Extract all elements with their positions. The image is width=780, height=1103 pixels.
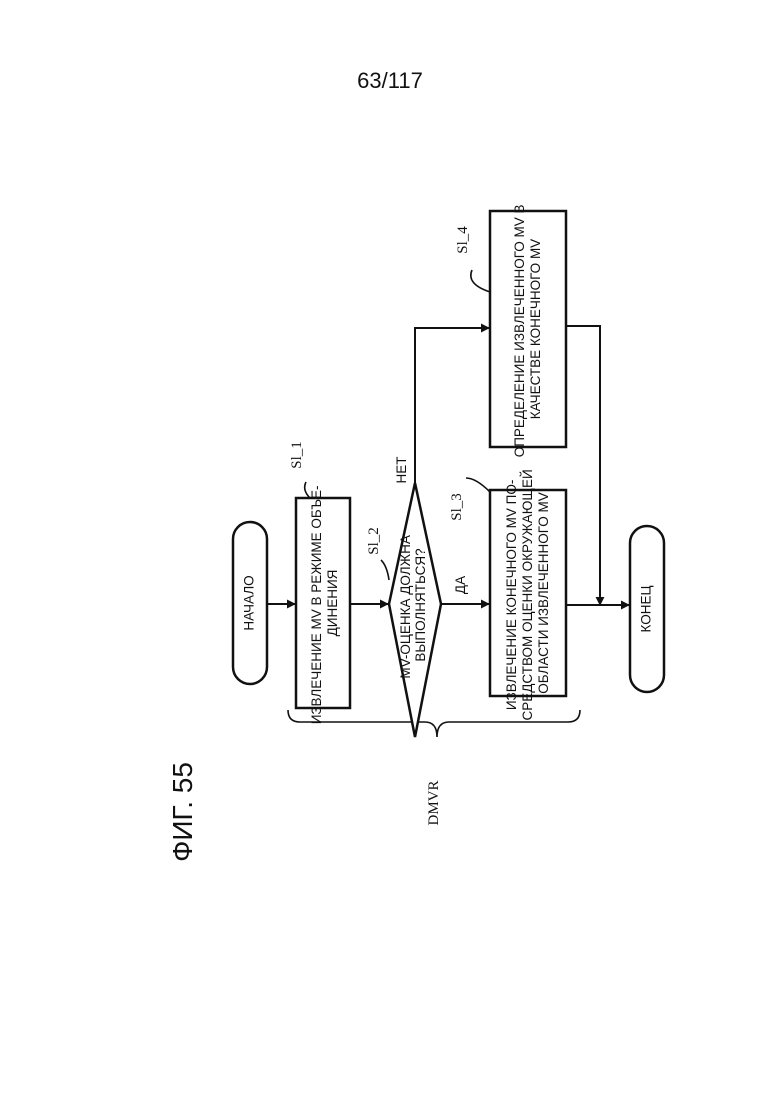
step-s3-leader: [466, 478, 490, 492]
start-terminal-label: НАЧАЛО: [242, 575, 257, 630]
step-s1-ref: Sl_1: [289, 441, 305, 469]
step-s2-line-2: ВЫПОЛНЯТЬСЯ?: [413, 548, 428, 661]
step-s3-text: ИЗВЛЕЧЕНИЕ КОНЕЧНОГО MV ПО- СРЕДСТВОМ ОЦ…: [504, 466, 551, 721]
step-s3-ref: Sl_3: [449, 493, 465, 521]
step-s2-line-1: MV-ОЦЕНКА ДОЛЖНА: [398, 535, 413, 678]
step-s2-ref: Sl_2: [366, 527, 382, 555]
arrow-s4-to-end: [566, 326, 600, 605]
arrow-s2-to-s4: [415, 328, 489, 483]
end-terminal-label: КОНЕЦ: [639, 586, 654, 633]
step-s4-leader: [471, 270, 490, 292]
step-s1-line-2: ДИНЕНИЯ: [325, 570, 340, 637]
yes-label: ДА: [453, 576, 468, 594]
no-label: НЕТ: [394, 457, 409, 484]
step-s3-line-3: ОБЛАСТИ ИЗВЛЕЧЕННОГО MV: [536, 492, 551, 694]
step-s4-ref: Sl_4: [455, 226, 471, 254]
step-s1-line-1: ИЗВЛЕЧЕНИЕ MV В РЕЖИМЕ ОБЪЕ-: [309, 485, 324, 724]
figure-label: ФИГ. 55: [167, 762, 198, 862]
step-s2-leader: [381, 560, 389, 580]
step-s4-text: ОПРЕДЕЛЕНИЕ ИЗВЛЕЧЕННОГО MV В КАЧЕСТВЕ К…: [512, 201, 543, 458]
dmvr-label: DMVR: [426, 780, 442, 825]
dmvr-brace: [288, 710, 580, 737]
step-s2-text: MV-ОЦЕНКА ДОЛЖНА ВЫПОЛНЯТЬСЯ?: [398, 531, 428, 678]
step-s4-line-1: ОПРЕДЕЛЕНИЕ ИЗВЛЕЧЕННОГО MV В: [512, 204, 527, 457]
step-s3-line-1: ИЗВЛЕЧЕНИЕ КОНЕЧНОГО MV ПО-: [504, 480, 519, 711]
step-s4-line-2: КАЧЕСТВЕ КОНЕЧНОГО MV: [528, 239, 543, 419]
step-s3-line-2: СРЕДСТВОМ ОЦЕНКИ ОКРУЖАЮЩЕЙ: [520, 469, 535, 720]
